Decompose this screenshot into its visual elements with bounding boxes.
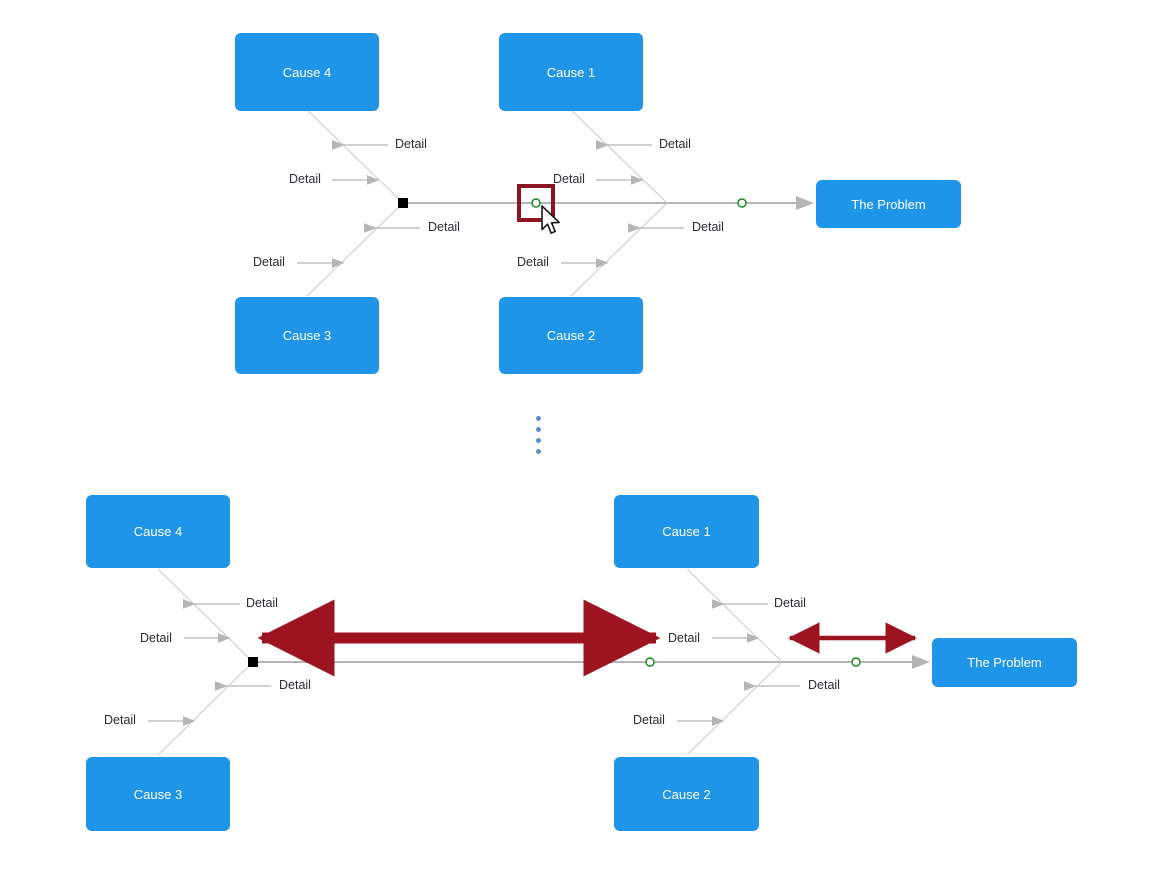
detail-label-top-c4-middle[interactable]: Detail (289, 172, 321, 186)
bone-cause4-top[interactable] (306, 109, 404, 204)
detail-label-top-c2-lower[interactable]: Detail (517, 255, 549, 269)
separator-dot (536, 449, 541, 454)
bone-cause1-top[interactable] (570, 109, 668, 204)
spine-handle-square-bottom[interactable] (248, 657, 258, 667)
cause-box-cause3-bottom[interactable]: Cause 3 (86, 757, 230, 831)
cause-box-label: Cause 3 (282, 328, 332, 343)
problem-box-top[interactable]: The Problem (816, 180, 961, 228)
detail-label-bottom-c3-lower[interactable]: Detail (104, 713, 136, 727)
cause-box-label: Cause 1 (546, 64, 596, 80)
detail-label-top-c1-upper[interactable]: Detail (659, 137, 691, 151)
detail-label-top-c1-middle[interactable]: Detail (553, 172, 585, 186)
detail-label-bottom-c1-upper[interactable]: Detail (774, 596, 806, 610)
detail-label-top-c3-upper[interactable]: Detail (428, 220, 460, 234)
cause-box-label: Cause 2 (546, 328, 596, 343)
separator-dot (536, 416, 541, 421)
bone-cause2-top[interactable] (570, 202, 668, 297)
fishbone-diagram-bottom (148, 568, 930, 756)
cause-box-cause4-top[interactable]: Cause 4 (235, 33, 379, 111)
section-separator-dots (536, 416, 541, 454)
cause-box-cause2-top[interactable]: Cause 2 (499, 297, 643, 374)
separator-dot (536, 427, 541, 432)
cause-box-label: Cause 2 (662, 786, 711, 802)
detail-label-top-c4-upper[interactable]: Detail (395, 137, 427, 151)
detail-label-bottom-c2-lower[interactable]: Detail (633, 713, 665, 727)
spine-handle-square-top[interactable] (398, 198, 408, 208)
fishbone-diagram-top (297, 109, 814, 297)
cause-box-label: Cause 4 (282, 64, 332, 80)
cause-box-cause1-bottom[interactable]: Cause 1 (614, 495, 759, 568)
separator-dot (536, 438, 541, 443)
problem-box-bottom[interactable]: The Problem (932, 638, 1077, 687)
bone-cause2-bottom[interactable] (686, 661, 783, 756)
cause-box-cause2-bottom[interactable]: Cause 2 (614, 757, 759, 831)
detail-label-bottom-c4-middle[interactable]: Detail (140, 631, 172, 645)
detail-label-bottom-c1-middle[interactable]: Detail (668, 631, 700, 645)
spine-handle-circle-right-bottom[interactable] (851, 657, 861, 667)
spine-handle-circle-mid-bottom[interactable] (645, 657, 655, 667)
cause-box-label: Cause 3 (133, 786, 183, 802)
cause-box-label: Cause 1 (662, 524, 711, 539)
spine-handle-circle-mid-top[interactable] (531, 198, 541, 208)
cause-box-label: Cause 4 (133, 524, 183, 539)
problem-box-label: The Problem (851, 196, 926, 212)
selection-highlight-box[interactable] (517, 184, 555, 222)
bone-cause4-bottom[interactable] (157, 568, 254, 663)
detail-label-bottom-c3-upper[interactable]: Detail (279, 678, 311, 692)
detail-label-top-c3-lower[interactable]: Detail (253, 255, 285, 269)
spine-handle-circle-right-top[interactable] (737, 198, 747, 208)
bone-cause1-bottom[interactable] (686, 568, 783, 663)
cause-box-cause1-top[interactable]: Cause 1 (499, 33, 643, 111)
bone-cause3-bottom[interactable] (157, 661, 254, 756)
cause-box-cause3-top[interactable]: Cause 3 (235, 297, 379, 374)
bone-cause3-top[interactable] (306, 202, 404, 297)
detail-label-top-c2-upper[interactable]: Detail (692, 220, 724, 234)
detail-label-bottom-c4-upper[interactable]: Detail (246, 596, 278, 610)
problem-box-label: The Problem (967, 655, 1042, 670)
detail-label-bottom-c2-upper[interactable]: Detail (808, 678, 840, 692)
cause-box-cause4-bottom[interactable]: Cause 4 (86, 495, 230, 568)
